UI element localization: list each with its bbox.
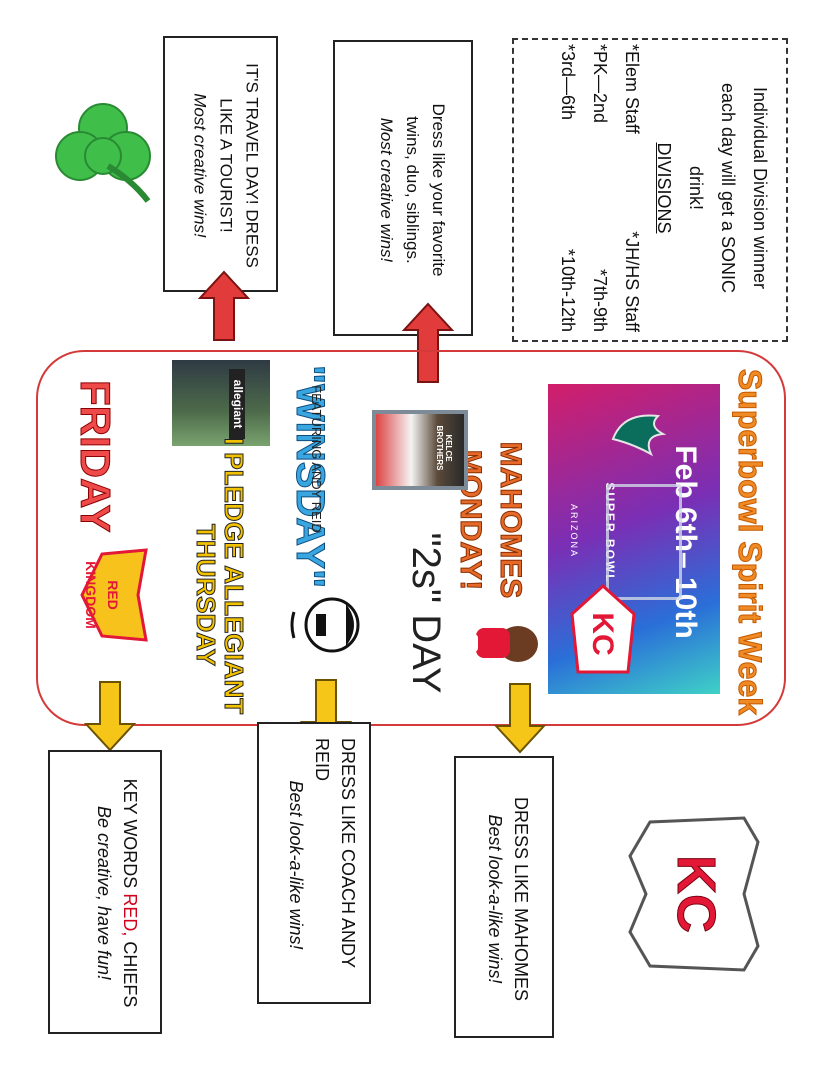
tuesday-label: "2s" DAY [404,532,448,694]
division-3rd-6th: *3rd—6th [558,44,578,121]
thursday-line2: THURSDAY [191,523,222,667]
division-jhhs-staff: *JH/HS Staff [622,231,642,332]
mahomes-cartoon [456,614,542,672]
info-line3: drink! [686,165,706,210]
super-bowl-poster: Feb 6th– 10th SUPER BOWL ARIZONA KC [548,384,720,694]
chiefs-arrowhead-logo-icon: KC [626,816,762,972]
lvii-numeral [606,484,682,600]
friday-line1-prefix: KEY WORDS [120,778,140,894]
info-line1: Individual Division winner [750,86,770,290]
divisions-info-box: Individual Division winner each day will… [512,38,788,342]
red-arrow-twins [402,302,454,384]
wednesday-sub: FEATURING ANDY REID [309,385,324,533]
andy-reid-icon [288,594,364,656]
coach-box: DRESS LIKE COACH ANDY REID Best look-a-l… [257,722,371,1004]
division-pk-2nd: *PK—2nd [590,44,610,124]
thursday-line1: I PLEDGE ALLEGIANT [219,437,250,715]
division-elem-staff: *Elem Staff [622,44,642,134]
twins-box: Dress like your favorite twins, duo, sib… [333,40,473,336]
yellow-arrow-friday [84,680,136,752]
eagles-logo-icon [611,414,667,457]
travel-line1: IT'S TRAVEL DAY! DRESS [242,63,262,268]
red-kingdom-label: RED KINGDOM [83,561,121,629]
divisions-heading: DIVISIONS [654,142,674,234]
yellow-arrow-monday [494,682,546,754]
friday-line2: Be creative, have fun! [94,805,114,981]
spirit-week-banner [36,350,786,726]
mahomes-line1: DRESS LIKE MAHOMES [511,796,531,1002]
allegiant-stadium-photo: allegiant [172,360,270,446]
friday-line1-red: RED, [120,893,140,937]
chiefs-logo-icon: KC [568,583,638,674]
kelce-brothers-photo: KELCE BROTHERS [372,410,468,490]
division-10th-12th: *10th-12th [558,248,578,332]
friday-line1-suffix: CHIEFS [120,936,140,1008]
arizona-label: ARIZONA [569,503,579,558]
coach-line3: Best look-a-like wins! [286,780,306,950]
info-line2: each day will get a SONIC [718,82,738,294]
chiefs-logo-text: KC [586,612,619,655]
monday-label: MAHOMES MONDAY! [454,441,528,599]
twins-line3: Most creative wins! [377,117,396,263]
travel-day-box: IT'S TRAVEL DAY! DRESS LIKE A TOURIST! M… [163,36,278,292]
coach-line2: REID [312,738,332,782]
twins-line1: Dress like your favorite [429,103,448,277]
twins-line2: twins, duo, siblings. [403,116,422,264]
kelce-brothers-label: KELCE BROTHERS [435,425,453,471]
division-7th-9th: *7th-9th [590,268,610,332]
travel-line2: LIKE A TOURIST! [216,98,236,233]
corner-logo-text: KC [666,855,726,933]
shamrock-icon [48,96,158,206]
mahomes-box: DRESS LIKE MAHOMES Best look-a-like wins… [454,756,554,1038]
mahomes-line2: Best look-a-like wins! [485,814,505,984]
friday-label: FRIDAY [72,380,120,533]
red-kingdom-badge: RED KINGDOM [78,548,150,642]
travel-line3: Most creative wins! [190,93,210,238]
red-arrow-travel [198,270,250,342]
coach-line1: DRESS LIKE COACH ANDY [338,738,358,969]
banner-title: Superbowl Spirit Week [732,368,769,716]
friday-box: KEY WORDS RED, CHIEFS Be creative, have … [48,750,162,1034]
